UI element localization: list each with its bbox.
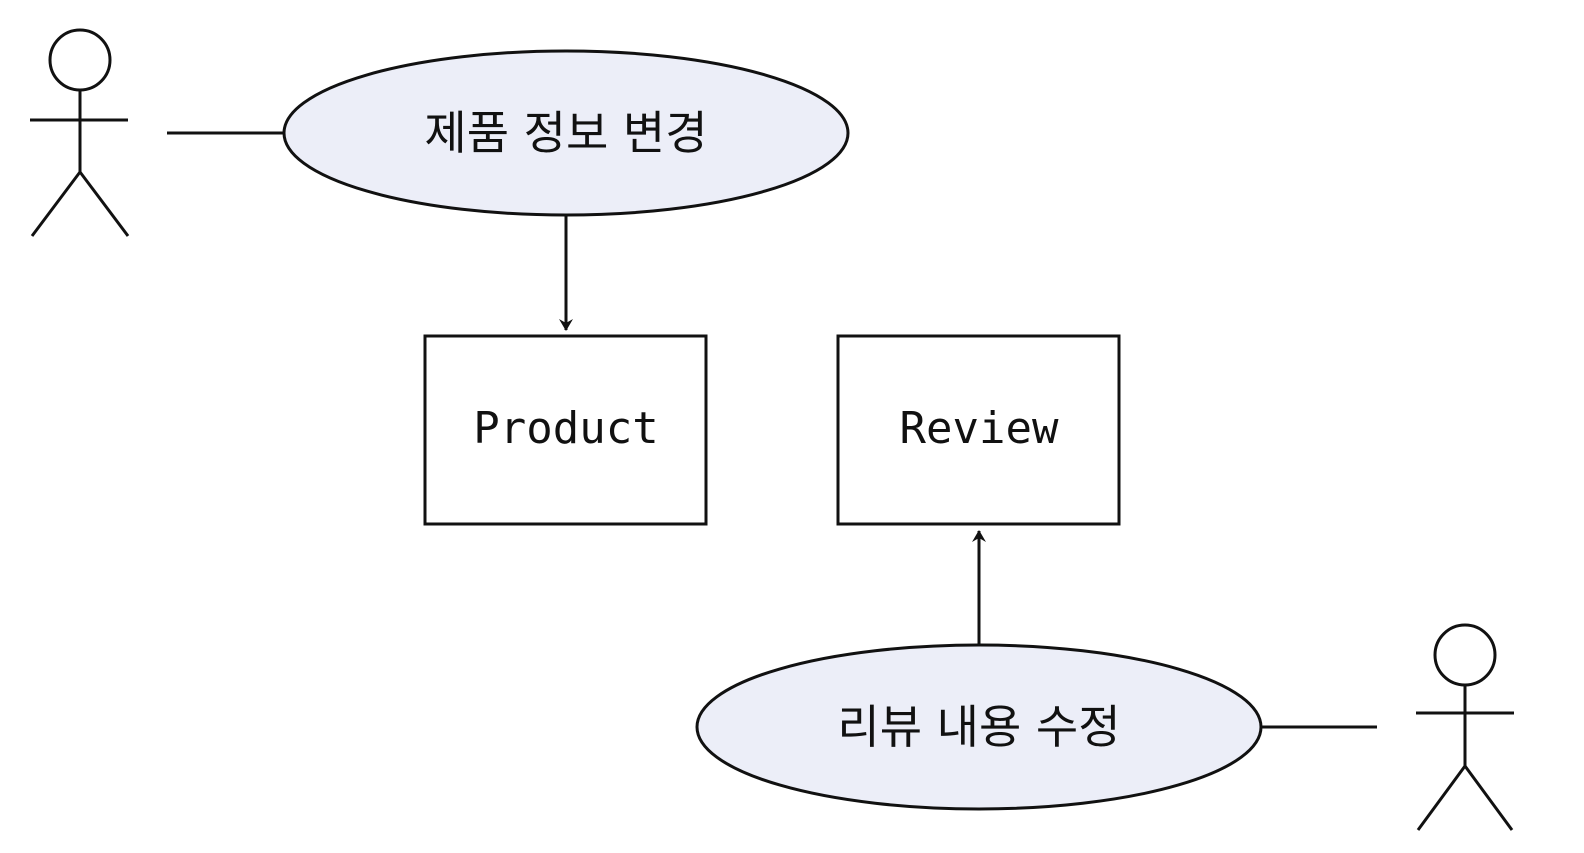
actor-left-leg-left: [30, 171, 82, 237]
actor-left-head: [48, 28, 112, 92]
entity-review[interactable]: Review: [836, 334, 1121, 526]
entity-review-label: Review: [900, 403, 1059, 454]
actor-left-leg-right: [78, 171, 130, 237]
entity-product-label: Product: [473, 403, 658, 454]
usecase-review-edit-label: 리뷰 내용 수정: [837, 700, 1120, 754]
usecase-product-change-label: 제품 정보 변경: [424, 106, 707, 160]
usecase-product-change[interactable]: 제품 정보 변경: [282, 49, 850, 217]
actor-left: [30, 28, 130, 237]
entity-product-box: [423, 334, 708, 526]
actor-right: [1416, 623, 1514, 831]
actor-right-leg-left: [1416, 765, 1467, 831]
actor-right-head: [1433, 623, 1497, 687]
entity-review-box: [836, 334, 1121, 526]
actor-right-leg-right: [1463, 765, 1514, 831]
usecase-review-edit[interactable]: 리뷰 내용 수정: [695, 643, 1263, 811]
entity-product[interactable]: Product: [423, 334, 708, 526]
